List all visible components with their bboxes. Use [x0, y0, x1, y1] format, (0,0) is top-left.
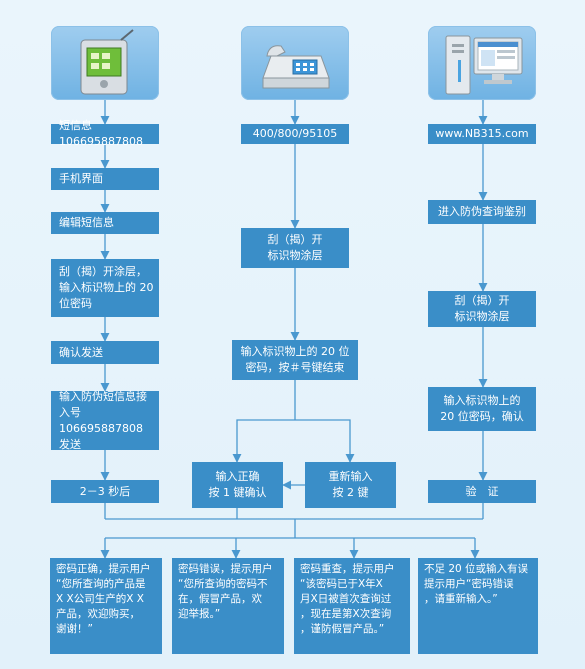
desk-telephone-icon: [241, 26, 349, 100]
web-url-box: www.NB315.com: [428, 124, 536, 144]
web-step-enter-site: 进入防伪查询鉴别: [428, 200, 536, 224]
phone-step-enter-code: 输入标识物上的 20 位 密码，按＃号键结束: [232, 340, 358, 380]
sms-step-edit-message: 编辑短信息: [51, 212, 159, 234]
arrow-phone-to-confirm: [232, 419, 295, 463]
sms-step-scratch-enter: 刮（揭）开涂层， 输入标识物上的 20 位密码: [51, 259, 159, 317]
sms-step-wait: 2－3 秒后: [51, 480, 159, 503]
result-input-error: 不足 20 位或输入有误 提示用户“密码错误 ，请重新输入。”: [418, 558, 538, 654]
sms-step-send-to-number: 输入防伪短信息接 入号 106695887808 发送: [51, 390, 159, 451]
result-code-rechecked: 密码重查，提示用户 “该密码已于Ⅹ年Ⅹ 月Ⅹ日被首次查询过 ，现在是第Ⅹ次查询 …: [294, 558, 410, 654]
arrow-phone-to-retry: [295, 419, 355, 463]
phone-number-box: 400/800/95105: [241, 124, 349, 144]
sms-step-confirm-send: 确认发送: [51, 341, 159, 364]
pda-phone-icon: [51, 26, 159, 100]
web-step-enter-code: 输入标识物上的 20 位密码，确认: [428, 387, 536, 431]
web-step-verify: 验 证: [428, 480, 536, 503]
desktop-computer-icon: [428, 26, 536, 100]
web-step-scratch: 刮（揭）开 标识物涂层: [428, 291, 536, 327]
result-code-wrong: 密码错误，提示用户 “您所查询的密码不 在，假冒产品，欢 迎举报。”: [172, 558, 284, 654]
phone-step-scratch: 刮（揭）开 标识物涂层: [241, 228, 349, 268]
result-code-correct: 密码正确，提示用户 “您所查询的产品是 Ⅹ Ⅹ公司生产的Ⅹ Ⅹ 产品，欢迎购买，…: [50, 558, 162, 654]
phone-confirm-box: 输入正确 按 1 键确认: [192, 462, 283, 508]
sms-number-box: 短信息 106695887808: [51, 119, 159, 148]
phone-retry-box: 重新输入 按 2 键: [305, 462, 396, 508]
sms-step-phone-screen: 手机界面: [51, 168, 159, 190]
